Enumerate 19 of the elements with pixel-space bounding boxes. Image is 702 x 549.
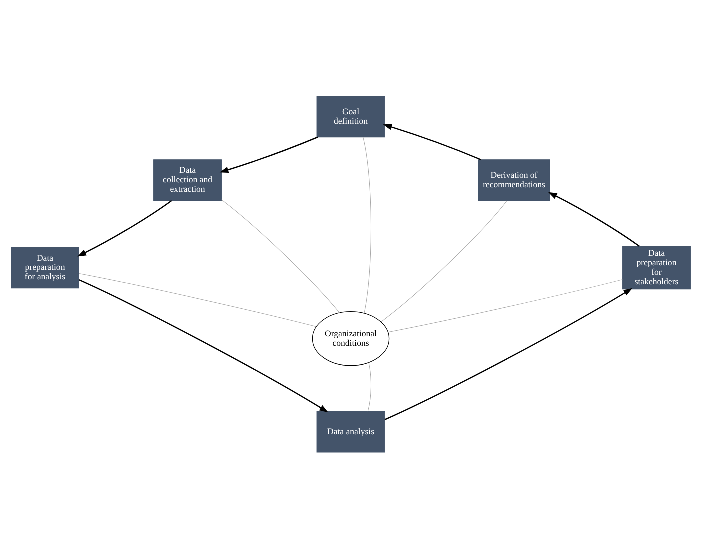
node-ellipse: Organizational conditions: [312, 312, 390, 366]
arrow: [548, 192, 640, 247]
arrow: [383, 124, 482, 160]
connector: [222, 200, 340, 314]
node-box: Data preparation for stakeholders: [622, 246, 691, 290]
arrow: [384, 288, 633, 420]
node-box: Data collection and extraction: [154, 160, 222, 202]
connector: [388, 280, 623, 333]
connector: [368, 362, 372, 412]
connector: [380, 200, 508, 322]
node-box: Data analysis: [316, 411, 386, 453]
arrow: [78, 200, 172, 257]
connector: [363, 137, 372, 314]
node-box: Derivation of recommendations: [478, 160, 550, 202]
arrow: [78, 280, 328, 413]
connector: [79, 273, 317, 328]
node-box: Goal definition: [316, 96, 386, 138]
arrow: [220, 136, 318, 173]
node-box: Data preparation for analysis: [11, 247, 80, 289]
